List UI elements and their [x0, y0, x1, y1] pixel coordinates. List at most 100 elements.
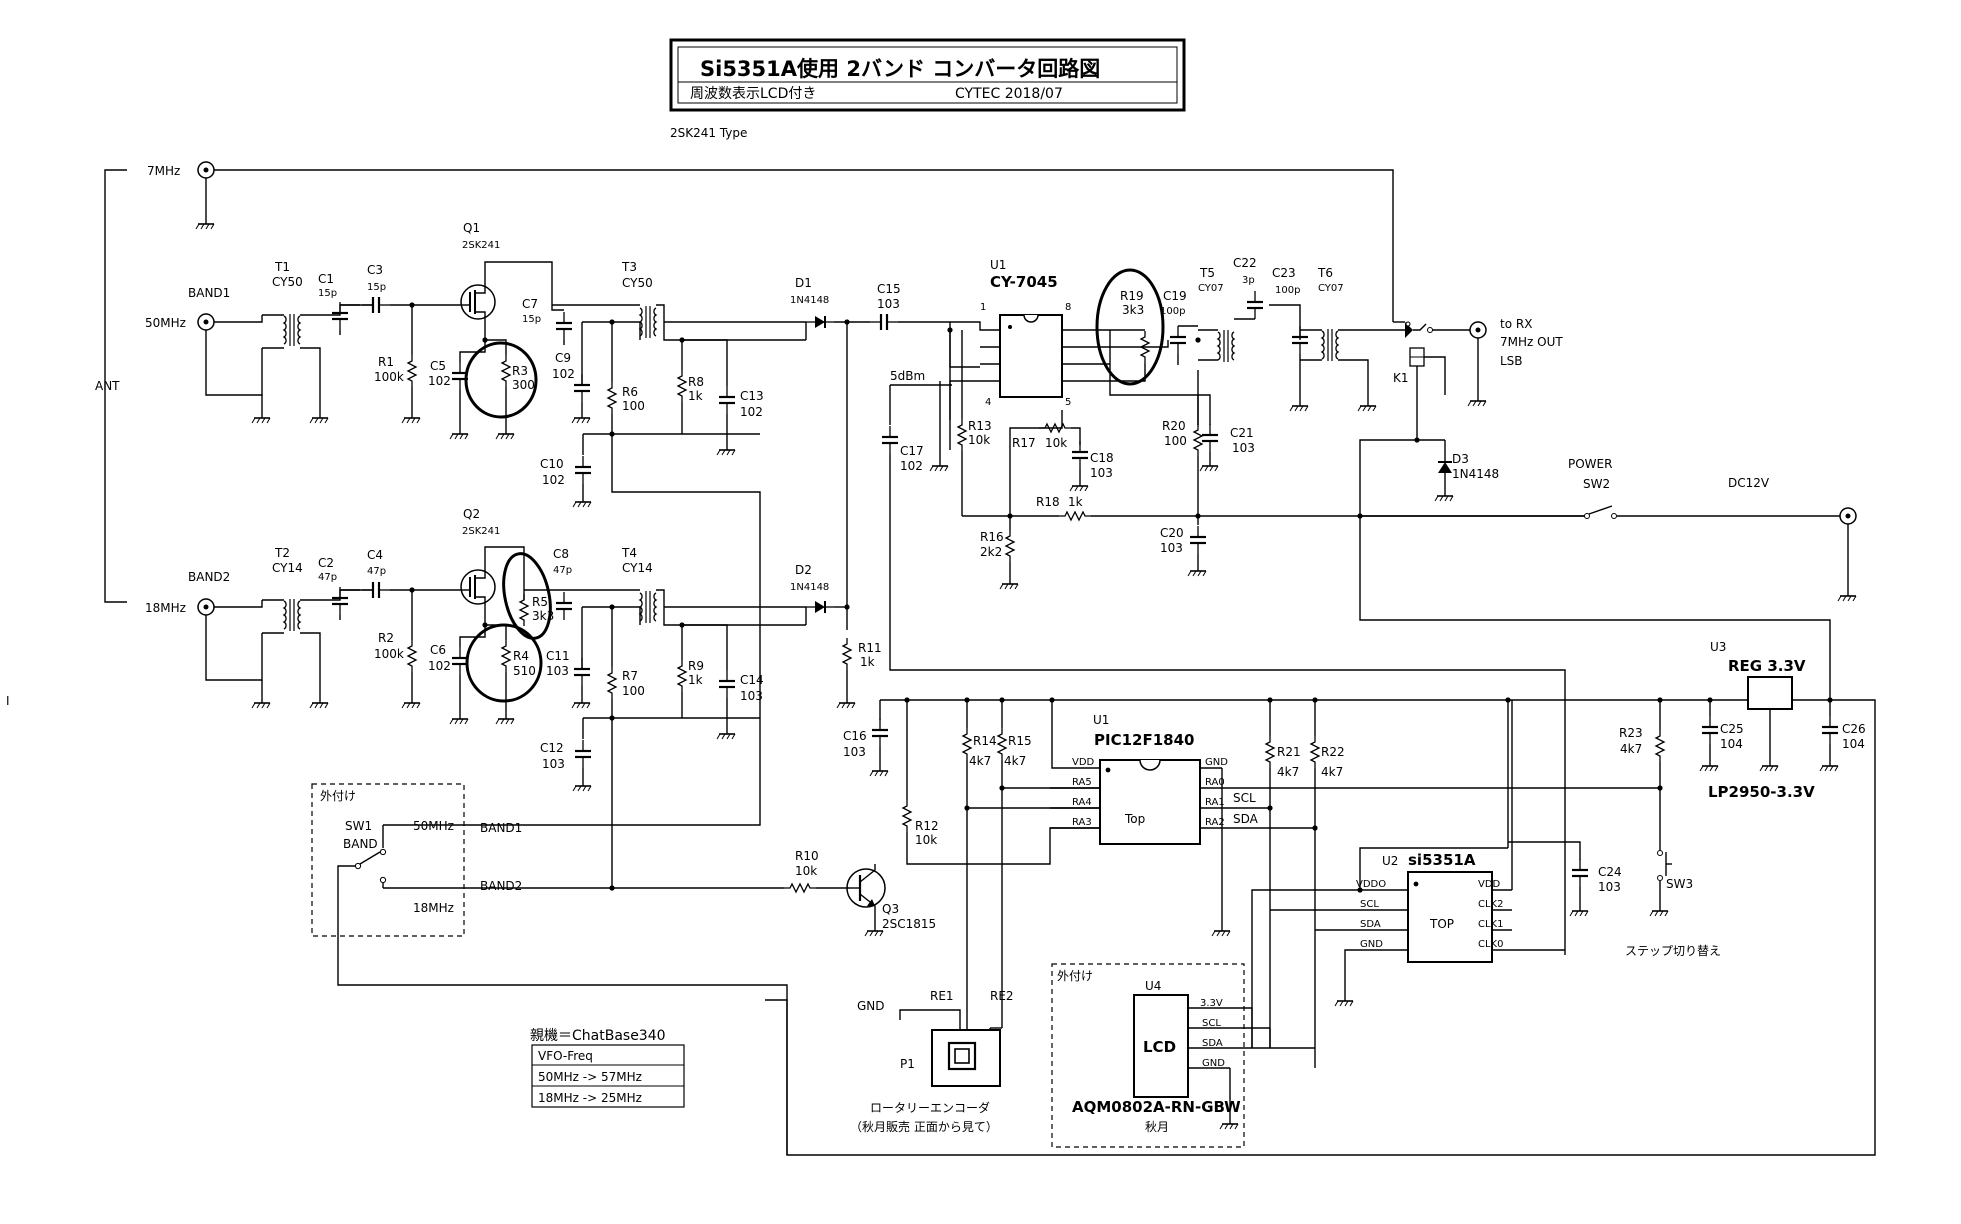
u1b-name: U1 [1093, 713, 1109, 727]
encoder-label: ロータリーエンコーダ [870, 1100, 990, 1115]
r15-name: R15 [1008, 734, 1032, 748]
c23-value: 100p [1275, 285, 1300, 296]
u3-name: U3 [1710, 640, 1726, 654]
q3-body [846, 868, 886, 908]
r19-name: R19 [1120, 289, 1144, 303]
band2-amplifier: T2 CY14 C2 47p C4 47p R2 100k Q2 2SK241 … [205, 507, 806, 888]
c13-name: C13 [740, 389, 764, 403]
r8-value: 1k [688, 389, 703, 403]
c12-name: C12 [540, 741, 564, 755]
c20-value: 103 [1160, 541, 1183, 555]
lcd-module: 外付け LCD U4 AQM0802A-RN-GBW 秋月 3.3V SCL S… [1051, 963, 1315, 1148]
r2-value: 100k [374, 647, 404, 661]
r10-value: 10k [795, 864, 817, 878]
r14-value: 4k7 [969, 754, 991, 768]
r21-value: 4k7 [1277, 765, 1299, 779]
q2-value: 2SK241 [462, 526, 500, 537]
c16: C16 103 [843, 700, 890, 777]
cy7045-pin8: 8 [1065, 302, 1071, 313]
si-clk1: CLK1 [1478, 919, 1503, 930]
r1-value: 100k [374, 370, 404, 384]
relay-k1: K1 to RX 7MHz OUT LSB D3 1N4148 [1359, 317, 1563, 516]
t5-name: T5 [1199, 266, 1215, 280]
t1-name: T1 [274, 260, 290, 274]
jack-7mhz [197, 161, 215, 179]
u1a-value: CY-7045 [990, 273, 1058, 291]
r16-name: R16 [980, 530, 1004, 544]
u4-value: AQM0802A-RN-GBW [1072, 1098, 1241, 1116]
r4-name: R4 [513, 649, 529, 663]
r7-value: 100 [622, 684, 645, 698]
c3-value: 15p [367, 282, 386, 293]
c21-value: 103 [1232, 441, 1255, 455]
r3-value: 300 [512, 378, 535, 392]
r22-name: R22 [1321, 745, 1345, 759]
c9-value: 102 [552, 367, 575, 381]
d1-name: D1 [795, 276, 812, 290]
r21-name: R21 [1277, 745, 1301, 759]
pic-top: Top [1124, 812, 1145, 826]
c10-name: C10 [540, 457, 564, 471]
c5-name: C5 [430, 359, 446, 373]
band1-label: BAND1 [188, 286, 230, 300]
r13-value: 10k [968, 433, 990, 447]
pic12f1840: U1 PIC12F1840 Top VDD RA5 RA4 RA3 GND RA… [1050, 700, 1660, 937]
sda-net-label: SDA [1233, 812, 1259, 826]
r22-value: 4k7 [1321, 765, 1343, 779]
re2-label: RE2 [990, 989, 1014, 1003]
sw2-label: SW2 [1583, 477, 1610, 491]
t3-value: CY50 [622, 276, 653, 290]
c2-value: 47p [318, 572, 337, 583]
pic-gnd: GND [1205, 757, 1228, 768]
u1b-value: PIC12F1840 [1094, 731, 1194, 749]
q1-body [460, 284, 496, 320]
r3-name: R3 [512, 364, 528, 378]
t1-value: CY50 [272, 275, 303, 289]
r18-value: 1k [1068, 495, 1083, 509]
band2-label: BAND2 [188, 570, 230, 584]
ext2-label: 外付け [1057, 969, 1093, 983]
d3-name: D3 [1452, 452, 1469, 466]
step-label: ステップ切り替え [1625, 944, 1721, 958]
d3-value: 1N4148 [1452, 467, 1499, 481]
input-50mhz-label: 50MHz [145, 316, 186, 330]
d2-value: 1N4148 [790, 582, 829, 593]
title-block: Si5351A使用 2バンド コンバータ回路図 周波数表示LCD付き CYTEC… [669, 38, 1186, 112]
to-rx-label: to RX [1500, 317, 1532, 331]
sw1-label: SW1 [345, 819, 372, 833]
si-top: TOP [1429, 917, 1454, 931]
q1-value: 2SK241 [462, 240, 500, 251]
c26-name: C26 [1842, 722, 1866, 736]
t5-value: CY07 [1198, 283, 1224, 294]
q1-name: Q1 [463, 221, 480, 235]
i2c-pullups: R21 4k7 R22 4k7 [1265, 700, 1345, 1068]
c8-value: 47p [553, 565, 572, 576]
c6-name: C6 [430, 643, 446, 657]
r15-value: 4k7 [1004, 754, 1026, 768]
title-main: Si5351A使用 2バンド コンバータ回路図 [700, 57, 1100, 81]
margin-mark: I [6, 694, 10, 708]
u1a-name: U1 [990, 258, 1006, 272]
cy7045-mixer: U1 CY-7045 1 8 4 5 R13 10k R17 10k C18 1… [880, 258, 1587, 955]
r23-name: R23 [1619, 726, 1643, 740]
c1-name: C1 [318, 272, 334, 286]
c23-name: C23 [1272, 266, 1296, 280]
q2-name: Q2 [463, 507, 480, 521]
si-clk0: CLK0 [1478, 939, 1503, 950]
lcd-sda: SDA [1202, 1038, 1223, 1049]
t2-name: T2 [274, 546, 290, 560]
k1-name: K1 [1393, 371, 1409, 385]
cy7045-pin1: 1 [980, 302, 986, 313]
ext1-label: 外付け [320, 789, 356, 803]
c24-value: 103 [1598, 880, 1621, 894]
t4-name: T4 [621, 546, 637, 560]
rotary-encoder: RE1 RE2 GND P1 ロータリーエンコーダ （秋月販売 正面から見て） [850, 989, 1014, 1134]
r3-highlight [464, 341, 538, 419]
pic-vdd: VDD [1072, 757, 1095, 768]
c1-value: 15p [318, 288, 337, 299]
pic-ra1: RA1 [1205, 797, 1225, 808]
r23-value: 4k7 [1620, 742, 1642, 756]
power-input: POWER SW2 DC12V [1357, 457, 1857, 700]
band1-amplifier: T1 CY50 C1 15p C3 15p R1 100k Q1 2SK241 … [205, 221, 806, 826]
r8-name: R8 [688, 375, 704, 389]
